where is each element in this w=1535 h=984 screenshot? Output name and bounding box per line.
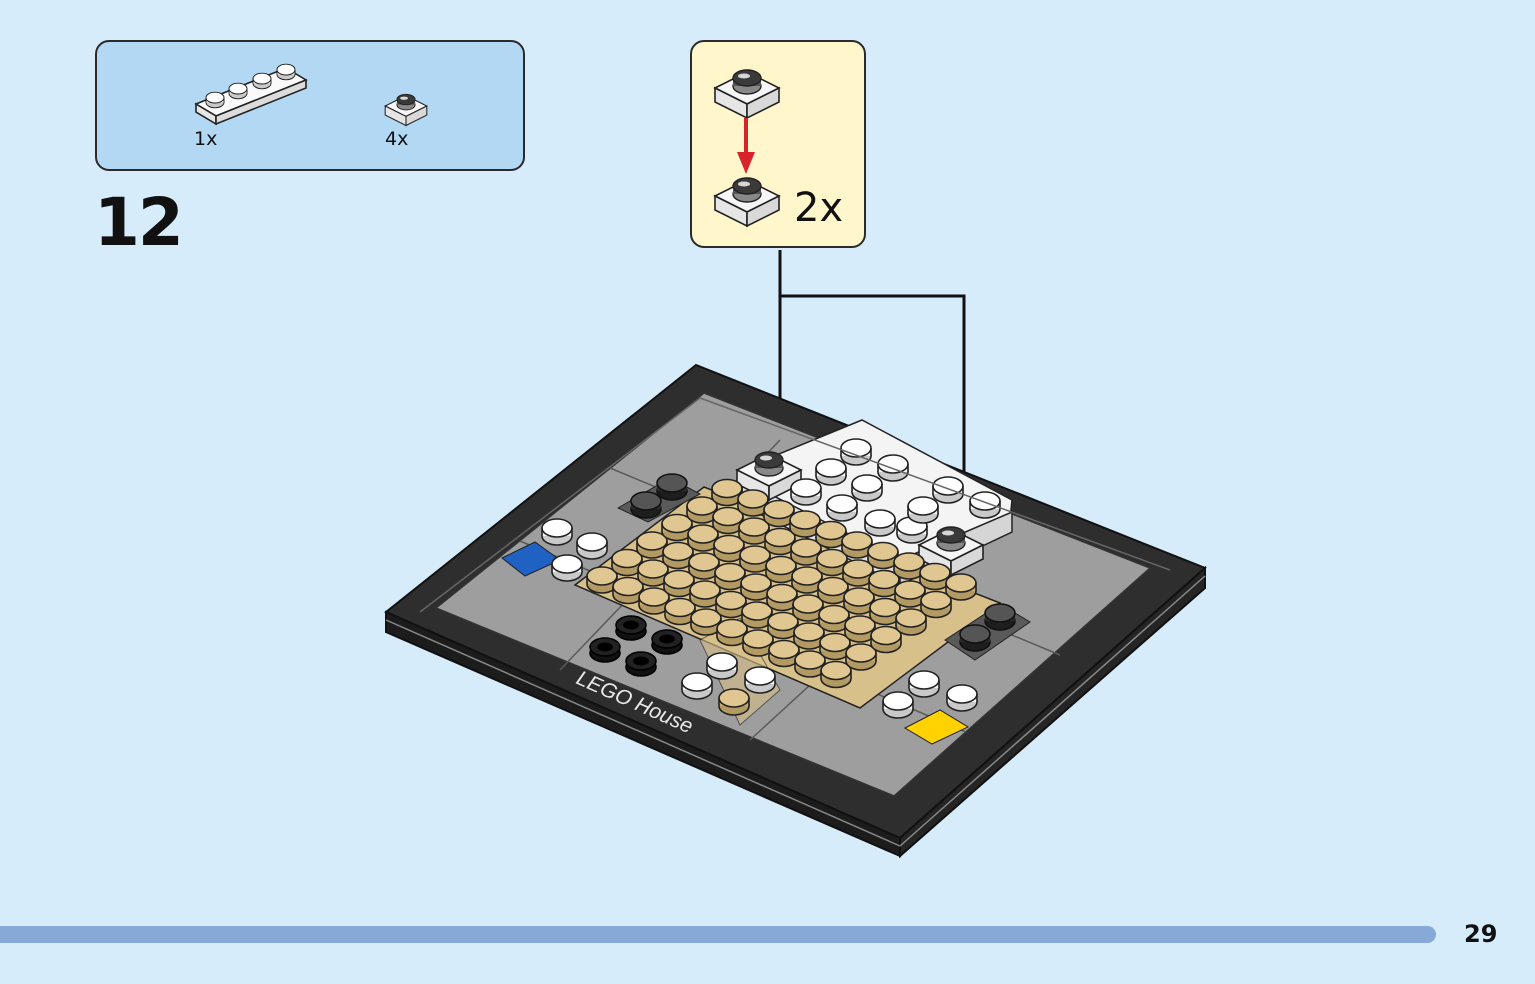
stud-white-piece xyxy=(551,554,583,582)
page-number: 29 xyxy=(1464,920,1498,948)
sub-assembly-callout xyxy=(690,40,866,248)
stud-dark-piece xyxy=(630,491,662,519)
plate-1x4-icon xyxy=(194,63,308,126)
stud-white-piece xyxy=(744,666,776,694)
sub-assembly-count: 2x xyxy=(794,185,844,231)
part-quantity-plate-1x4: 1x xyxy=(194,128,218,150)
stud-tan-piece xyxy=(945,573,977,601)
stud-white-piece xyxy=(969,491,1001,519)
stud-white-piece xyxy=(882,691,914,719)
part-quantity-plate-1x1: 4x xyxy=(385,128,409,150)
stud-white-piece xyxy=(946,684,978,712)
sub-assembly-bottom-plate-icon xyxy=(714,177,780,227)
stud-white-piece xyxy=(541,518,573,546)
page-progress-bar xyxy=(0,926,1436,943)
stud-white-piece xyxy=(826,494,858,522)
stud-tan-piece xyxy=(845,643,877,671)
placement-arrows xyxy=(778,250,966,490)
stud-white-piece xyxy=(907,496,939,524)
stud-dark-piece xyxy=(656,473,688,501)
stud-white-piece xyxy=(576,532,608,560)
stud-white-piece xyxy=(681,672,713,700)
stud-white-piece xyxy=(932,476,964,504)
stud-black-ring-piece xyxy=(589,637,621,663)
stud-white-piece xyxy=(815,458,847,486)
sub-assembly-top-plate-icon xyxy=(714,69,780,119)
stud-white-piece xyxy=(864,509,896,537)
stud-black-ring-piece xyxy=(615,615,647,641)
parts-list-callout xyxy=(95,40,525,171)
stud-white-piece xyxy=(851,474,883,502)
sub-assembly-arrow-icon xyxy=(737,118,755,174)
stud-black-ring-piece xyxy=(651,629,683,655)
stud-tan-piece xyxy=(895,608,927,636)
stud-white-piece xyxy=(706,652,738,680)
stud-black-ring-piece xyxy=(625,651,657,677)
step-number: 12 xyxy=(94,184,184,261)
stud-tan-piece xyxy=(920,590,952,619)
stud-white-piece xyxy=(790,478,822,506)
stud-dark-piece xyxy=(984,603,1016,631)
stud-dark-piece xyxy=(959,624,991,652)
stud-tan-piece xyxy=(820,660,852,689)
stud-white-piece xyxy=(908,670,940,698)
stud-tan-piece xyxy=(718,688,750,716)
stud-tan-piece xyxy=(870,625,902,654)
plate-1x1-transparent-icon xyxy=(384,93,428,127)
